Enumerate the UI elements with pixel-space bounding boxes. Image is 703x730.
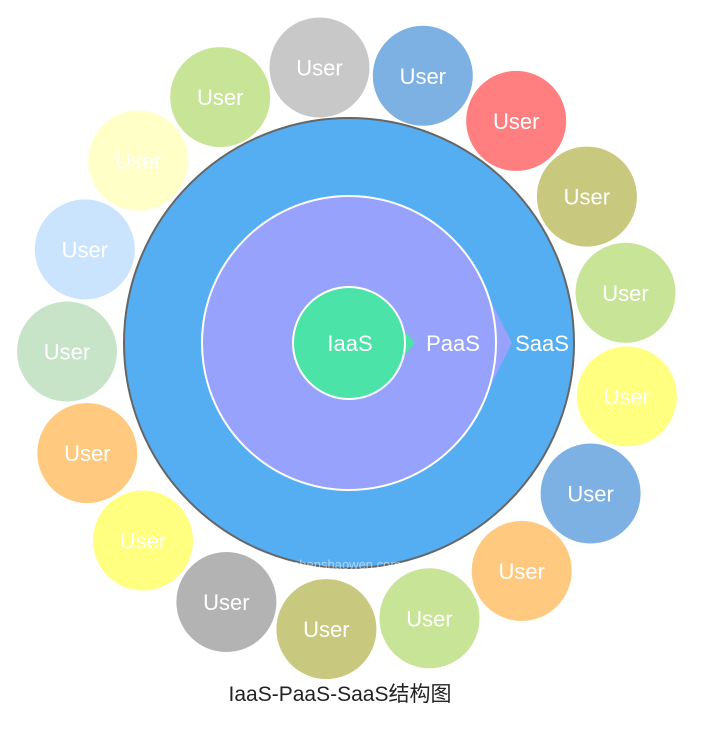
user-node: User	[471, 520, 572, 621]
user-node: User	[540, 443, 641, 544]
user-circle	[471, 520, 572, 621]
paas-label: PaaS	[426, 331, 480, 356]
diagram-caption: IaaS-PaaS-SaaS结构图	[228, 683, 452, 706]
user-label: User	[62, 237, 108, 262]
user-node: User	[176, 552, 277, 652]
user-node: User	[93, 490, 193, 591]
user-circle	[269, 17, 370, 118]
user-label: User	[197, 85, 243, 110]
user-label: User	[303, 617, 349, 642]
user-node: User	[536, 146, 637, 247]
user-circle	[176, 552, 277, 652]
user-label: User	[602, 281, 648, 306]
saas-label: SaaS	[515, 331, 569, 356]
watermark-text: chenshaowen.com	[293, 557, 401, 572]
user-circle	[88, 110, 189, 211]
user-circle	[34, 199, 135, 300]
user-circle	[575, 242, 676, 343]
user-circle	[276, 579, 377, 680]
user-circle	[93, 490, 193, 591]
user-node: User	[276, 579, 377, 680]
user-node: User	[269, 17, 370, 118]
user-label: User	[498, 559, 544, 584]
user-node: User	[466, 70, 567, 171]
user-label: User	[203, 590, 249, 615]
user-node: User	[37, 403, 138, 504]
user-label: User	[296, 56, 342, 81]
user-node: User	[575, 242, 676, 343]
user-label: User	[567, 482, 613, 507]
user-label: User	[564, 185, 610, 210]
user-circle	[379, 568, 480, 669]
user-node: User	[17, 301, 117, 402]
user-node: User	[170, 47, 271, 148]
user-circle	[372, 25, 473, 126]
user-label: User	[406, 606, 452, 631]
user-circle	[576, 346, 677, 447]
user-node: User	[372, 25, 473, 126]
user-node: User	[379, 568, 480, 669]
user-label: User	[120, 529, 166, 554]
user-label: User	[400, 64, 446, 89]
user-node: User	[576, 346, 677, 447]
user-label: User	[493, 109, 539, 134]
user-circle	[17, 301, 117, 402]
user-node: User	[88, 110, 189, 211]
user-circle	[466, 70, 567, 171]
user-circle	[37, 403, 138, 504]
user-label: User	[64, 441, 110, 466]
iaas-label: IaaS	[327, 331, 372, 356]
user-label: User	[115, 149, 161, 174]
iaas-layer-circle	[292, 286, 406, 400]
user-label: User	[604, 384, 650, 409]
user-circle	[536, 146, 637, 247]
user-label: User	[44, 340, 90, 365]
user-circle	[170, 47, 271, 148]
user-circle	[540, 443, 641, 544]
user-node: User	[34, 199, 135, 300]
